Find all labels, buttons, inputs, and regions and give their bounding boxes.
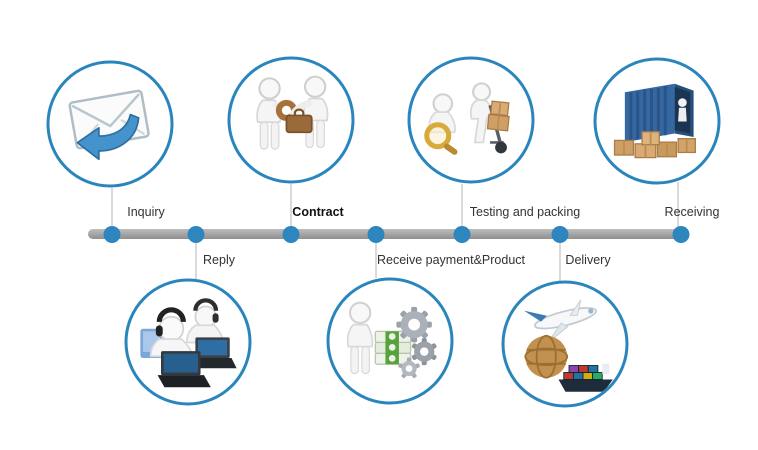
step-circle-testing — [407, 56, 535, 184]
timeline-dot-testing — [453, 226, 471, 243]
handshake-deal-icon — [237, 66, 345, 174]
step-label-testing: Testing and packing — [469, 205, 581, 219]
timeline-dot-inquiry — [103, 226, 121, 243]
timeline-dot-receiving — [672, 226, 690, 243]
timeline-dot-contract — [282, 226, 300, 243]
payment-production-icon — [336, 287, 444, 395]
connector-receive-payment — [375, 239, 377, 278]
connector-receiving — [677, 182, 679, 229]
step-circle-receive-payment — [326, 277, 454, 405]
step-label-delivery: Delivery — [565, 253, 611, 267]
shipping-transport-icon — [509, 288, 621, 400]
step-label-receive-payment: Receive payment&Product — [377, 253, 525, 267]
connector-delivery — [559, 239, 561, 281]
inspection-packing-icon — [417, 66, 525, 174]
step-circle-reply — [124, 278, 252, 406]
step-circle-inquiry — [46, 60, 174, 188]
timeline-bar — [88, 229, 688, 239]
customer-support-icon — [133, 287, 243, 397]
step-circle-receiving — [593, 57, 721, 185]
connector-testing — [461, 184, 463, 230]
step-circle-contract — [227, 56, 355, 184]
step-label-contract: Contract — [292, 205, 344, 219]
timeline-dot-receive-payment — [367, 226, 385, 243]
connector-reply — [195, 239, 197, 279]
step-label-receiving: Receiving — [664, 205, 720, 219]
envelope-reply-icon — [57, 71, 163, 177]
step-circle-delivery — [501, 280, 629, 408]
timeline-dot-reply — [187, 226, 205, 243]
container-unloading-icon — [602, 66, 712, 176]
connector-inquiry — [111, 188, 113, 230]
timeline-dot-delivery — [551, 226, 569, 243]
connector-contract — [290, 184, 292, 230]
step-label-inquiry: Inquiry — [127, 205, 165, 219]
step-label-reply: Reply — [203, 253, 235, 267]
